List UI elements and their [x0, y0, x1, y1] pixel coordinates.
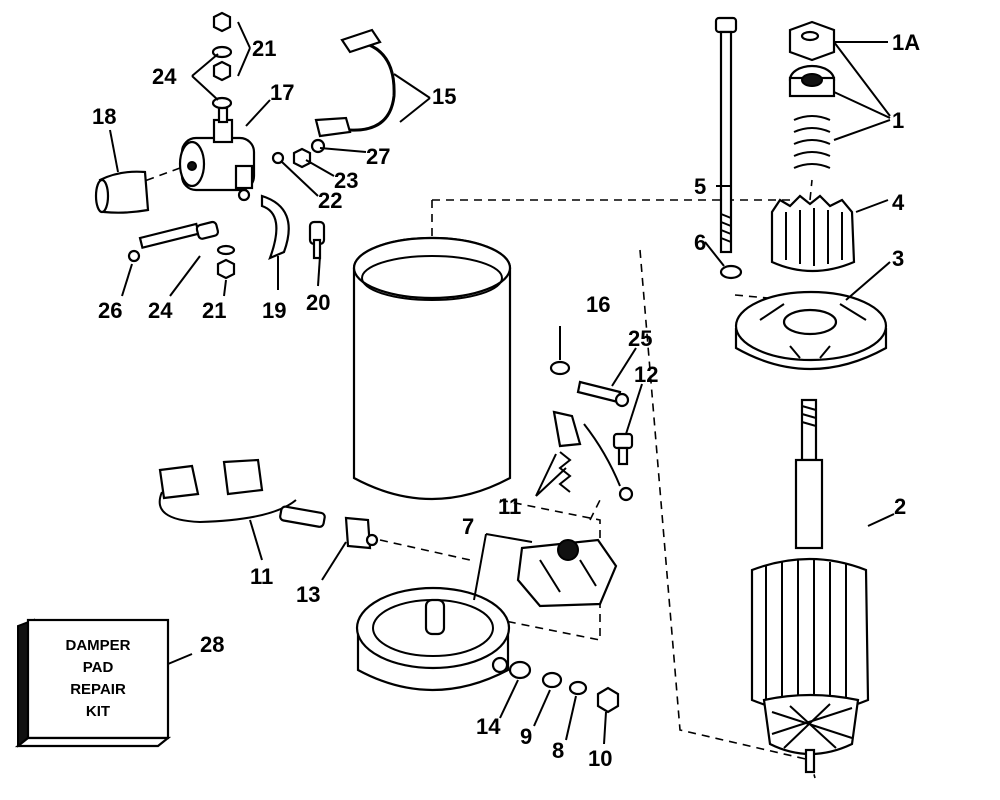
- callout-7: 7: [462, 514, 474, 539]
- drive-end-plate: [734, 290, 888, 370]
- frame-housing: [352, 236, 512, 501]
- through-bolt: [714, 16, 743, 280]
- callout-11-left: 11: [250, 564, 273, 589]
- callout-5: 5: [694, 174, 706, 199]
- terminal-clip: [344, 516, 379, 550]
- callout-11-right: 11: [498, 494, 521, 519]
- callout-27: 27: [366, 144, 390, 169]
- armature: [750, 398, 870, 774]
- callout-16: 16: [586, 292, 610, 317]
- solenoid-lower-stud: [127, 220, 236, 280]
- callout-3: 3: [892, 246, 904, 271]
- callout-20: 20: [306, 290, 330, 315]
- end-cap: [355, 586, 511, 691]
- solenoid-nuts-top: [211, 11, 233, 110]
- callout-24-bottom: 24: [148, 298, 173, 323]
- brush-holder: [516, 538, 618, 608]
- end-cap-hardware: [549, 360, 634, 466]
- leader-lines: [109, 21, 895, 745]
- callout-24-top: 24: [152, 64, 177, 89]
- callout-26: 26: [98, 298, 122, 323]
- drive-assembly: [770, 20, 856, 273]
- callout-2: 2: [894, 494, 906, 519]
- callout-labels: 1A 1 4 3 5 6 2 21 24 17 18 15 27 23 22 2…: [92, 30, 920, 771]
- solenoid-assembly: [178, 106, 256, 202]
- callout-6: 6: [694, 230, 706, 255]
- brush-set-right: [552, 410, 634, 502]
- callout-10: 10: [588, 746, 612, 771]
- callout-15: 15: [432, 84, 456, 109]
- callout-19: 19: [262, 298, 286, 323]
- callout-17: 17: [270, 80, 294, 105]
- repair-kit-box: [14, 618, 172, 748]
- kit-label-line-2: PAD: [83, 659, 114, 676]
- callout-25: 25: [628, 326, 652, 351]
- callout-22: 22: [318, 188, 342, 213]
- brush-set-left: [158, 458, 326, 528]
- solenoid-boot: [94, 170, 150, 214]
- callout-18: 18: [92, 104, 116, 129]
- end-cap-thru-hardware: [508, 660, 620, 714]
- callout-4: 4: [892, 190, 905, 215]
- callout-23: 23: [334, 168, 358, 193]
- callout-28: 28: [200, 632, 224, 657]
- kit-box-label: DAMPER PAD REPAIR KIT: [65, 637, 130, 720]
- callout-12: 12: [634, 362, 658, 387]
- kit-label-line-1: DAMPER: [65, 637, 130, 654]
- callout-1: 1: [892, 108, 904, 133]
- callout-13: 13: [296, 582, 320, 607]
- cable-lead: [314, 28, 396, 138]
- solenoid-bracket: [260, 194, 326, 261]
- callout-21-top: 21: [252, 36, 276, 61]
- kit-label-line-4: KIT: [86, 703, 110, 720]
- callout-1A: 1A: [892, 30, 920, 55]
- callout-21-bottom: 21: [202, 298, 226, 323]
- callout-14: 14: [476, 714, 501, 739]
- callout-8: 8: [552, 738, 564, 763]
- kit-label-line-3: REPAIR: [70, 681, 126, 698]
- terminal-hardware: [271, 138, 326, 169]
- callout-9: 9: [520, 724, 532, 749]
